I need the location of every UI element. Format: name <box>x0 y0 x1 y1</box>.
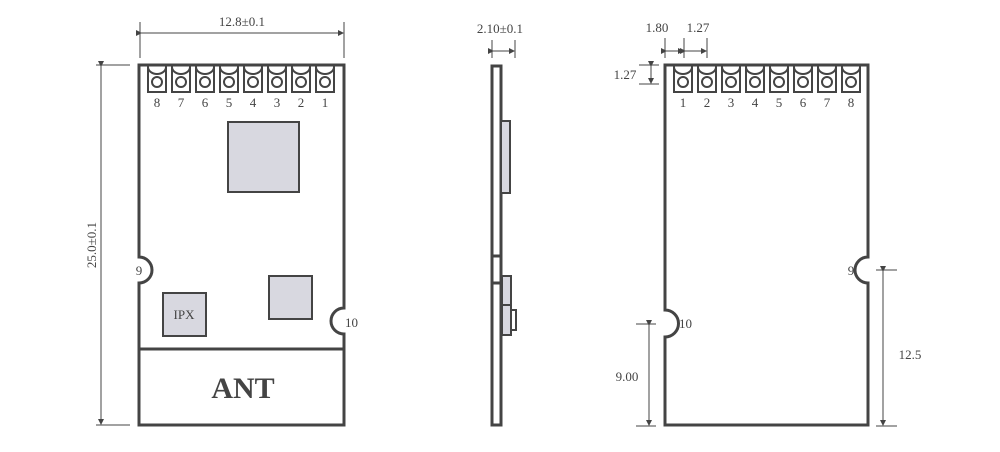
side-pin-9-label: 9 <box>136 263 143 278</box>
back-side-pin-10-label: 10 <box>679 316 692 331</box>
pin-label: 6 <box>202 95 209 110</box>
pin10-height-label: 9.00 <box>616 369 639 384</box>
pin-label: 3 <box>728 95 735 110</box>
front-pin-labels: 8 7 6 5 4 3 2 1 <box>154 95 329 110</box>
pad-offset-dimension: 1.80 1.27 <box>646 20 710 58</box>
pitch-label: 1.27 <box>687 20 710 35</box>
pin-label: 7 <box>824 95 831 110</box>
module-board-outline <box>137 63 346 427</box>
secondary-chip <box>268 275 313 320</box>
back-pin-labels: 1 2 3 4 5 6 7 8 <box>680 95 855 110</box>
pin-label: 2 <box>298 95 305 110</box>
height-dimension: 25.0±0.1 <box>84 61 130 426</box>
pin-label: 2 <box>704 95 711 110</box>
side-view: 2.10±0.1 <box>477 21 523 427</box>
side-ipx-tab <box>510 309 517 331</box>
width-dimension: 12.8±0.1 <box>136 14 345 58</box>
pin-label: 8 <box>848 95 855 110</box>
antenna-label: ANT <box>211 372 274 405</box>
back-side-pin-9-label: 9 <box>848 263 855 278</box>
ipx-connector <box>162 292 207 337</box>
edge-offset-label: 1.80 <box>646 20 669 35</box>
side-secondary-chip <box>501 275 512 306</box>
pin-label: 4 <box>752 95 759 110</box>
pin-label: 3 <box>274 95 281 110</box>
side-pin-10-label: 10 <box>345 315 358 330</box>
side-main-chip <box>500 120 511 194</box>
thickness-dimension-label: 2.10±0.1 <box>477 21 523 36</box>
pin-label: 5 <box>776 95 783 110</box>
back-board-outline <box>663 63 870 427</box>
pin-label: 7 <box>178 95 185 110</box>
height-dimension-label: 25.0±0.1 <box>84 222 99 268</box>
pad-height-dimension: 1.27 <box>614 61 659 85</box>
pin-label: 1 <box>322 95 329 110</box>
back-view: 1.80 1.27 1.27 1 2 3 4 5 6 7 <box>614 20 922 427</box>
back-top-pads <box>673 65 861 93</box>
pin-label: 5 <box>226 95 233 110</box>
pin-label: 1 <box>680 95 687 110</box>
side-ipx-connector <box>501 304 512 336</box>
pin10-height-dimension: 9.00 <box>616 320 656 427</box>
width-dimension-label: 12.8±0.1 <box>219 14 265 29</box>
pin-label: 4 <box>250 95 257 110</box>
pad-height-label: 1.27 <box>614 67 637 82</box>
main-chip <box>227 121 300 193</box>
pin9-height-dimension: 12.5 <box>876 266 922 427</box>
top-pads <box>147 65 335 93</box>
pin9-height-label: 12.5 <box>899 347 922 362</box>
front-view: 12.8±0.1 25.0±0.1 8 7 6 5 4 <box>84 14 358 427</box>
ipx-label: IPX <box>174 307 196 322</box>
thickness-dimension: 2.10±0.1 <box>477 21 523 58</box>
side-pcb <box>490 64 503 427</box>
pin-label: 8 <box>154 95 161 110</box>
pin-label: 6 <box>800 95 807 110</box>
